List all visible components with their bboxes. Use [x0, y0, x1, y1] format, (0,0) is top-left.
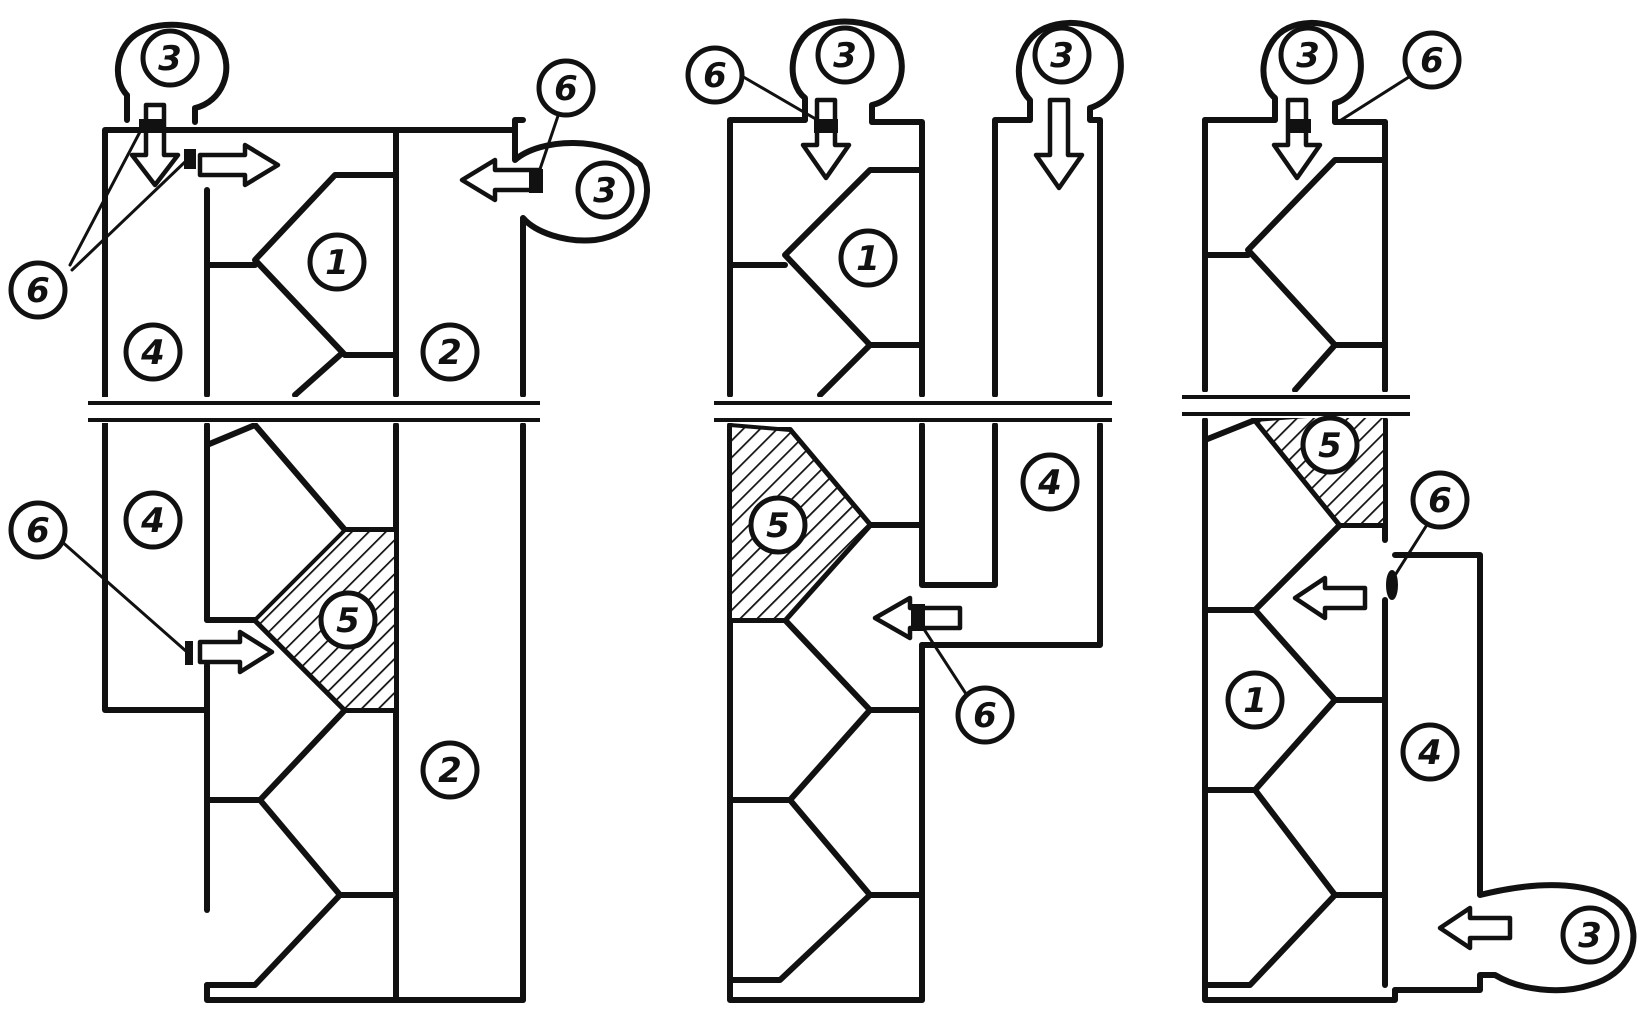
svg-text:5: 5	[1318, 426, 1342, 466]
svg-text:3: 3	[593, 171, 617, 211]
label-main-duct: 2	[420, 322, 480, 382]
svg-text:6: 6	[703, 56, 727, 96]
label-fan: 3	[575, 160, 635, 220]
svg-text:3: 3	[158, 39, 182, 79]
label-clinker-layer: 5	[748, 495, 808, 555]
svg-text:1: 1	[325, 243, 349, 283]
label-damper: 6	[536, 58, 596, 118]
svg-text:2: 2	[438, 333, 462, 373]
label-cooler: 1	[307, 232, 367, 292]
label-damper: 6	[685, 45, 745, 105]
label-fan: 3	[1560, 905, 1620, 965]
svg-text:6: 6	[26, 511, 50, 551]
svg-text:2: 2	[438, 751, 462, 791]
label-fan: 3	[1032, 25, 1092, 85]
label-chamber: 4	[123, 490, 183, 550]
svg-text:5: 5	[336, 601, 360, 641]
svg-text:6: 6	[1428, 481, 1452, 521]
svg-text:4: 4	[1037, 463, 1062, 503]
label-damper: 6	[1402, 30, 1462, 90]
svg-text:4: 4	[140, 501, 165, 541]
svg-text:3: 3	[1296, 36, 1320, 76]
label-clinker-layer: 5	[1300, 415, 1360, 475]
label-damper: 6	[8, 260, 68, 320]
svg-text:3: 3	[1578, 916, 1602, 956]
svg-text:3: 3	[833, 36, 857, 76]
label-cooler: 1	[838, 228, 898, 288]
label-chamber: 4	[1400, 722, 1460, 782]
svg-text:6: 6	[1420, 41, 1444, 81]
label-main-duct: 2	[420, 740, 480, 800]
label-fan: 3	[815, 25, 875, 85]
figure-b: 3 3 6 6 1 4 5	[685, 18, 1124, 1003]
svg-text:5: 5	[766, 506, 790, 546]
label-clinker-layer: 5	[318, 590, 378, 650]
label-damper: 6	[8, 500, 68, 560]
figure-a: 3 3 6 6 6 1 2 2	[8, 21, 651, 1003]
label-chamber: 4	[1020, 452, 1080, 512]
label-chamber: 4	[123, 322, 183, 382]
figure-c: 3 3 6 6 1 4 5	[1180, 19, 1637, 1003]
label-damper: 6	[955, 685, 1015, 745]
svg-text:4: 4	[1417, 733, 1442, 773]
label-damper: 6	[1410, 470, 1470, 530]
svg-text:3: 3	[1050, 36, 1074, 76]
label-cooler: 1	[1225, 670, 1285, 730]
label-fan: 3	[1278, 25, 1338, 85]
svg-text:6: 6	[554, 69, 578, 109]
svg-text:6: 6	[26, 271, 50, 311]
svg-text:4: 4	[140, 333, 165, 373]
svg-text:6: 6	[973, 696, 997, 736]
label-fan: 3	[140, 28, 200, 88]
svg-text:1: 1	[1243, 681, 1267, 721]
svg-text:1: 1	[856, 239, 880, 279]
